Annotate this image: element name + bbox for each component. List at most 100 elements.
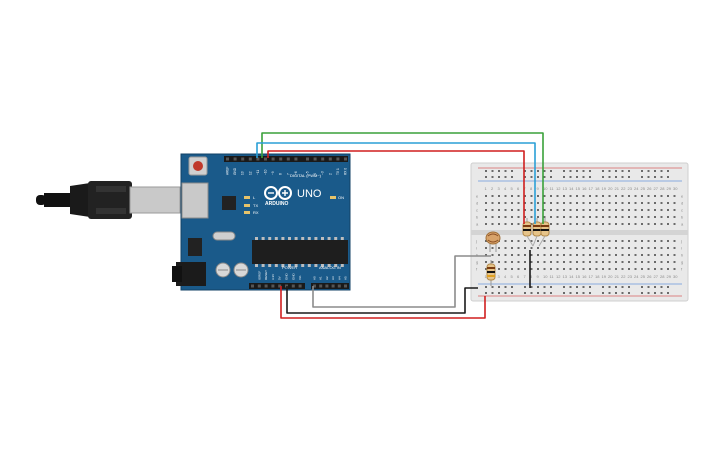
rail-hole[interactable] — [530, 170, 533, 172]
terminal-hole[interactable] — [511, 247, 513, 249]
terminal-hole[interactable] — [615, 247, 617, 249]
rail-hole[interactable] — [504, 170, 507, 172]
terminal-hole[interactable] — [491, 223, 494, 225]
terminal-hole[interactable] — [530, 202, 533, 204]
terminal-hole[interactable] — [654, 240, 656, 242]
terminal-hole[interactable] — [628, 240, 630, 242]
terminal-hole[interactable] — [576, 202, 578, 204]
terminal-hole[interactable] — [634, 240, 637, 242]
terminal-hole[interactable] — [634, 247, 637, 249]
rail-hole[interactable] — [524, 170, 526, 172]
terminal-hole[interactable] — [582, 195, 585, 197]
rail-hole[interactable] — [647, 286, 650, 288]
terminal-hole[interactable] — [511, 261, 513, 263]
terminal-hole[interactable] — [485, 247, 487, 249]
rail-hole[interactable] — [582, 176, 585, 178]
resistor[interactable] — [532, 218, 542, 237]
rail-hole[interactable] — [550, 292, 552, 294]
rail-hole[interactable] — [608, 176, 611, 178]
terminal-hole[interactable] — [595, 268, 598, 270]
terminal-hole[interactable] — [517, 247, 520, 249]
terminal-hole[interactable] — [608, 240, 611, 242]
terminal-hole[interactable] — [654, 202, 656, 204]
rail-hole[interactable] — [589, 286, 591, 288]
terminal-hole[interactable] — [602, 261, 604, 263]
terminal-hole[interactable] — [543, 268, 546, 270]
rail-hole[interactable] — [602, 292, 604, 294]
rail-hole[interactable] — [485, 176, 487, 178]
terminal-hole[interactable] — [621, 247, 624, 249]
terminal-hole[interactable] — [576, 254, 578, 256]
rail-hole[interactable] — [667, 170, 669, 172]
terminal-hole[interactable] — [628, 247, 630, 249]
header-pin-hole[interactable] — [294, 157, 298, 161]
rail-hole[interactable] — [621, 176, 624, 178]
terminal-hole[interactable] — [556, 268, 559, 270]
rail-hole[interactable] — [511, 170, 513, 172]
header-pin-hole[interactable] — [319, 284, 323, 288]
rail-hole[interactable] — [485, 286, 487, 288]
wire-red-top[interactable] — [267, 150, 525, 224]
terminal-hole[interactable] — [524, 195, 526, 197]
terminal-hole[interactable] — [556, 247, 559, 249]
terminal-hole[interactable] — [517, 209, 520, 211]
terminal-hole[interactable] — [667, 254, 669, 256]
rail-hole[interactable] — [563, 170, 565, 172]
terminal-hole[interactable] — [621, 268, 624, 270]
header-pin-hole[interactable] — [337, 284, 341, 288]
breadboard[interactable]: 1122334455667788991010111112121313141415… — [470, 162, 689, 302]
terminal-hole[interactable] — [634, 223, 637, 225]
terminal-hole[interactable] — [550, 202, 552, 204]
rail-hole[interactable] — [537, 292, 539, 294]
rail-hole[interactable] — [530, 292, 533, 294]
usb-cable-icon[interactable] — [36, 181, 181, 219]
terminal-hole[interactable] — [582, 209, 585, 211]
terminal-hole[interactable] — [660, 261, 663, 263]
terminal-hole[interactable] — [628, 195, 630, 197]
rail-hole[interactable] — [576, 286, 578, 288]
terminal-hole[interactable] — [647, 209, 650, 211]
header-pin-hole[interactable] — [328, 157, 332, 161]
terminal-hole[interactable] — [504, 247, 507, 249]
terminal-hole[interactable] — [608, 209, 611, 211]
terminal-hole[interactable] — [576, 223, 578, 225]
terminal-hole[interactable] — [517, 268, 520, 270]
rail-hole[interactable] — [660, 286, 663, 288]
terminal-hole[interactable] — [608, 216, 611, 218]
rail-hole[interactable] — [569, 176, 572, 178]
terminal-hole[interactable] — [517, 254, 520, 256]
rail-hole[interactable] — [589, 292, 591, 294]
header-pin-hole[interactable] — [264, 284, 268, 288]
terminal-hole[interactable] — [582, 261, 585, 263]
terminal-hole[interactable] — [563, 247, 565, 249]
terminal-hole[interactable] — [491, 202, 494, 204]
terminal-hole[interactable] — [563, 254, 565, 256]
terminal-hole[interactable] — [504, 261, 507, 263]
terminal-hole[interactable] — [667, 195, 669, 197]
terminal-hole[interactable] — [498, 261, 500, 263]
terminal-hole[interactable] — [569, 261, 572, 263]
terminal-hole[interactable] — [498, 254, 500, 256]
terminal-hole[interactable] — [634, 209, 637, 211]
wires[interactable] — [256, 132, 544, 319]
terminal-hole[interactable] — [608, 223, 611, 225]
terminal-hole[interactable] — [537, 247, 539, 249]
terminal-hole[interactable] — [524, 216, 526, 218]
terminal-hole[interactable] — [556, 209, 559, 211]
terminal-hole[interactable] — [491, 195, 494, 197]
terminal-hole[interactable] — [641, 261, 643, 263]
rail-hole[interactable] — [537, 176, 539, 178]
terminal-hole[interactable] — [654, 254, 656, 256]
terminal-hole[interactable] — [543, 209, 546, 211]
terminal-hole[interactable] — [576, 216, 578, 218]
terminal-hole[interactable] — [589, 240, 591, 242]
terminal-hole[interactable] — [589, 261, 591, 263]
rail-hole[interactable] — [511, 292, 513, 294]
terminal-hole[interactable] — [563, 223, 565, 225]
terminal-hole[interactable] — [582, 216, 585, 218]
terminal-hole[interactable] — [524, 268, 526, 270]
terminal-hole[interactable] — [673, 247, 676, 249]
terminal-hole[interactable] — [537, 240, 539, 242]
header-pin-hole[interactable] — [313, 284, 316, 288]
terminal-hole[interactable] — [543, 195, 546, 197]
